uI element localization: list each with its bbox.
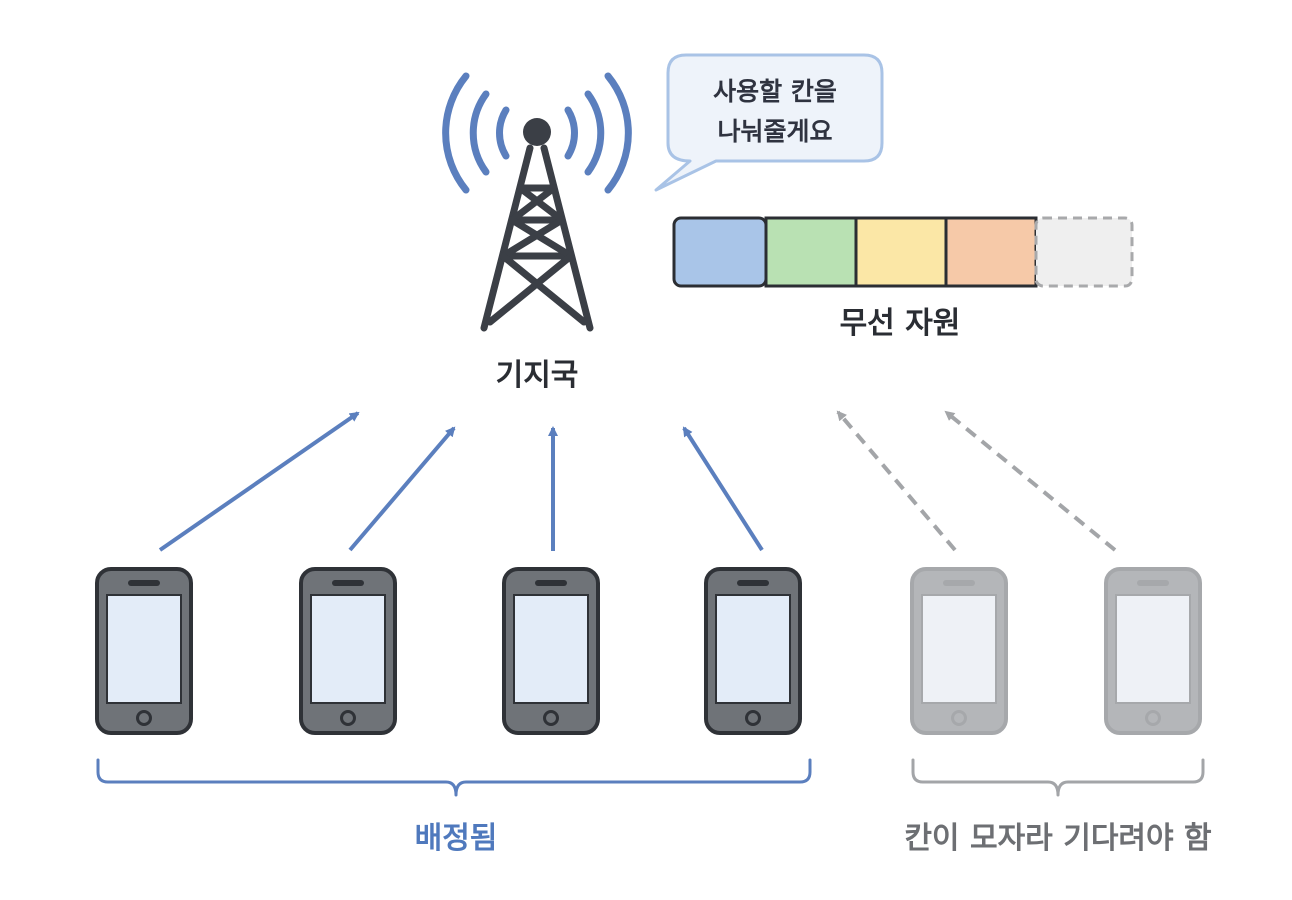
arrow-phone-5 [836,410,957,552]
waiting-brace [911,758,1205,797]
arrow-phone-6 [944,410,1117,552]
phone-icon [1104,567,1202,735]
phone-icon [704,567,802,735]
resource-slot-4 [944,216,1038,288]
phone-icon [502,567,600,735]
bubble-line-1: 사용할 칸을 [713,77,837,106]
assigned-label: 배정됨 [415,821,498,856]
arrow-phone-4 [682,426,764,552]
resource-slot-2 [764,216,858,288]
resource-slot-1 [672,216,768,288]
resource-slot-3 [854,216,948,288]
resource-bar [672,216,1134,288]
resource-slot-empty [1034,216,1134,288]
tower-label: 기지국 [496,358,579,393]
cell-tower-icon [442,72,632,332]
assigned-brace [96,758,812,797]
phone-icon [910,567,1008,735]
resource-label: 무선 자원 [840,306,961,341]
phone-icon [299,567,397,735]
phone-icon [95,567,193,735]
signal-waves-icon [442,72,632,194]
arrow-phone-2 [348,426,456,552]
speech-bubble: 사용할 칸을 나눠줄게요 [654,53,884,192]
bubble-line-2: 나눠줄게요 [717,117,832,146]
arrows [158,410,1117,552]
arrow-phone-1 [158,411,360,552]
phones [95,567,1202,735]
waiting-label: 칸이 모자라 기다려야 함 [904,821,1212,856]
